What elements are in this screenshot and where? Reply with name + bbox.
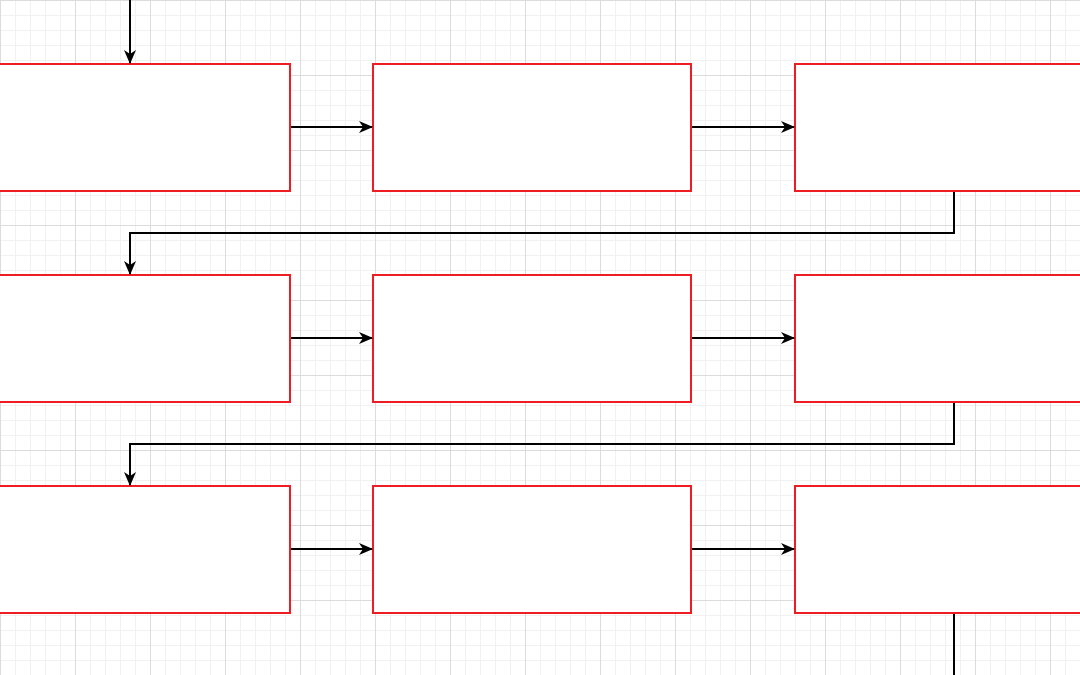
process-box-row2-col1[interactable] bbox=[0, 274, 291, 403]
process-box-row2-col3[interactable] bbox=[794, 274, 1080, 403]
connector-r1c3-to-r2c1[interactable] bbox=[124, 192, 955, 275]
process-box-row1-col2[interactable] bbox=[372, 63, 692, 192]
process-box-row1-col3[interactable] bbox=[794, 63, 1080, 192]
connector-r2c3-to-r3c1[interactable] bbox=[124, 403, 955, 486]
process-box-row3-col1[interactable] bbox=[0, 485, 291, 614]
process-box-row1-col1[interactable] bbox=[0, 63, 291, 192]
process-box-row2-col2[interactable] bbox=[372, 274, 692, 403]
process-box-row3-col3[interactable] bbox=[794, 485, 1080, 614]
process-box-row3-col2[interactable] bbox=[372, 485, 692, 614]
